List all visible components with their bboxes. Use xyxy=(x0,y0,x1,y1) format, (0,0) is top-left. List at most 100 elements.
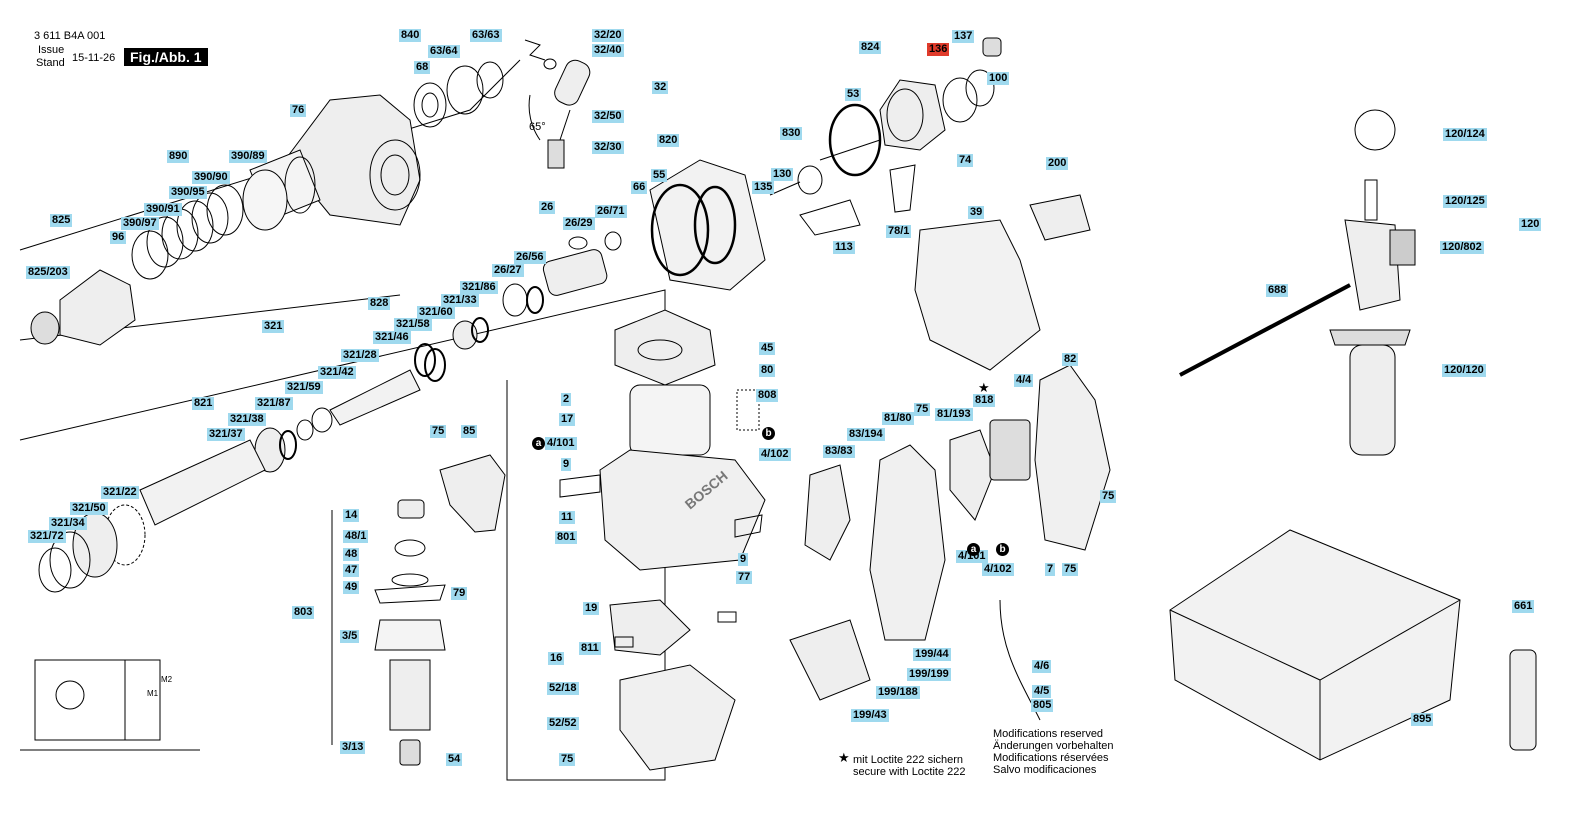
tool-holder-825 xyxy=(30,269,136,346)
part-callout-824: 824 xyxy=(859,41,882,54)
issue-date: 15-11-26 xyxy=(72,52,116,64)
switch-818 xyxy=(989,419,1031,481)
part-callout-2: 2 xyxy=(561,393,572,406)
part-callout-49: 49 xyxy=(343,581,360,594)
part-callout-321-72: 321/72 xyxy=(28,530,66,543)
switch-lever-32 xyxy=(524,39,591,169)
part-callout-803: 803 xyxy=(292,606,315,619)
part-callout-321-46: 321/46 xyxy=(373,331,411,344)
part-callout-83-194: 83/194 xyxy=(847,428,885,441)
part-callout-75d: 75 xyxy=(1100,490,1117,503)
part-callout-11: 11 xyxy=(559,511,575,524)
armature-3-5 xyxy=(331,499,446,766)
gear-housing-drawing xyxy=(249,94,421,226)
part-callout-26-29: 26/29 xyxy=(563,217,595,230)
part-callout-9b: 9 xyxy=(738,553,749,566)
part-callout-890: 890 xyxy=(167,150,190,163)
part-callout-199-188: 199/188 xyxy=(876,686,920,699)
part-callout-661: 661 xyxy=(1512,600,1535,613)
part-callout-199-44: 199/44 xyxy=(913,648,951,661)
label-9b xyxy=(734,514,763,538)
part-callout-48-1: 48/1 xyxy=(343,530,369,543)
trigger-81-193 xyxy=(949,429,996,521)
part-callout-390-89: 390/89 xyxy=(229,150,267,163)
part-callout-321-38: 321/38 xyxy=(228,413,266,426)
part-callout-16: 16 xyxy=(548,652,565,665)
gearbox-824 xyxy=(769,37,1002,236)
part-callout-820: 820 xyxy=(657,134,680,147)
part-callout-4-102a: 4/102 xyxy=(759,448,791,461)
part-callout-811: 811 xyxy=(579,642,601,655)
part-callout-4-6: 4/6 xyxy=(1032,660,1052,673)
part-callout-136: 136 xyxy=(927,43,950,56)
schematic-m2: M2 xyxy=(161,675,173,684)
issue-label: Issue xyxy=(38,44,65,56)
handle-assembly xyxy=(789,194,1111,721)
depth-stop-688 xyxy=(1179,283,1351,377)
part-callout-66: 66 xyxy=(631,181,648,194)
part-callout-82: 82 xyxy=(1062,353,1079,366)
doc-number: 3 611 B4A 001 xyxy=(34,30,106,42)
part-callout-81-193: 81/193 xyxy=(935,408,973,421)
gear-130 xyxy=(797,165,823,195)
part-callout-137: 137 xyxy=(952,30,975,43)
part-callout-825: 825 xyxy=(50,214,73,227)
brush-811b xyxy=(717,611,737,623)
part-callout-63-64: 63/64 xyxy=(428,45,460,58)
o-ring-53 xyxy=(828,103,882,177)
part-callout-321-34: 321/34 xyxy=(49,517,87,530)
part-callout-840: 840 xyxy=(399,29,422,42)
brush-811a xyxy=(614,636,634,648)
part-callout-321-42: 321/42 xyxy=(318,366,356,379)
part-callout-120-125: 120/125 xyxy=(1443,195,1487,208)
part-callout-199-43: 199/43 xyxy=(851,709,889,722)
part-callout-75e: 75 xyxy=(1062,563,1079,576)
part-callout-19: 19 xyxy=(583,602,600,615)
part-callout-4-101a: 4/101 xyxy=(545,437,577,450)
part-callout-63-63: 63/63 xyxy=(470,29,502,42)
part-callout-96: 96 xyxy=(110,231,127,244)
part-callout-828: 828 xyxy=(368,297,391,310)
modifications-es: Salvo modificaciones xyxy=(993,764,1097,776)
part-callout-830: 830 xyxy=(780,127,803,140)
part-callout-75c: 75 xyxy=(914,403,931,416)
springs-390 xyxy=(131,184,244,280)
bearing-63-64 xyxy=(446,65,484,115)
wiring-schematic xyxy=(20,659,200,751)
part-callout-39: 39 xyxy=(968,206,985,219)
part-callout-74: 74 xyxy=(957,154,974,167)
part-callout-808: 808 xyxy=(756,389,779,402)
marker-a-2: a xyxy=(967,543,980,556)
field-coil xyxy=(629,384,711,456)
part-callout-75b: 75 xyxy=(430,425,447,438)
part-callout-321-28: 321/28 xyxy=(341,349,379,362)
part-callout-53: 53 xyxy=(845,88,862,101)
grease-tube-661 xyxy=(1509,649,1537,751)
auxiliary-handle-120 xyxy=(1179,109,1416,456)
part-callout-26-27: 26/27 xyxy=(492,264,524,277)
brush-holder-16 xyxy=(609,599,737,771)
part-callout-32-20: 32/20 xyxy=(592,29,624,42)
part-callout-26-71: 26/71 xyxy=(595,205,627,218)
carrying-case-895 xyxy=(1169,529,1461,761)
bearing-63-63 xyxy=(476,61,504,99)
part-callout-32: 32 xyxy=(652,81,669,94)
part-callout-390-97: 390/97 xyxy=(121,217,159,230)
part-callout-26-56: 26/56 xyxy=(514,251,546,264)
part-callout-120: 120 xyxy=(1519,218,1542,231)
modifications-en: Modifications reserved xyxy=(993,728,1104,740)
part-callout-688: 688 xyxy=(1266,284,1289,297)
loctite-note-en: secure with Loctite 222 xyxy=(853,766,966,778)
part-callout-54: 54 xyxy=(446,753,463,766)
part-callout-801: 801 xyxy=(555,531,578,544)
part-callout-825-203: 825/203 xyxy=(26,266,70,279)
part-callout-3-5: 3/5 xyxy=(340,630,360,643)
part-callout-321: 321 xyxy=(262,320,285,333)
part-callout-45: 45 xyxy=(759,342,776,355)
part-callout-390-90: 390/90 xyxy=(192,171,230,184)
cover-39 xyxy=(914,219,1041,371)
angle-label: 65° xyxy=(529,121,546,133)
part-callout-895: 895 xyxy=(1411,713,1434,726)
intermediate-flange-820 xyxy=(649,159,766,291)
